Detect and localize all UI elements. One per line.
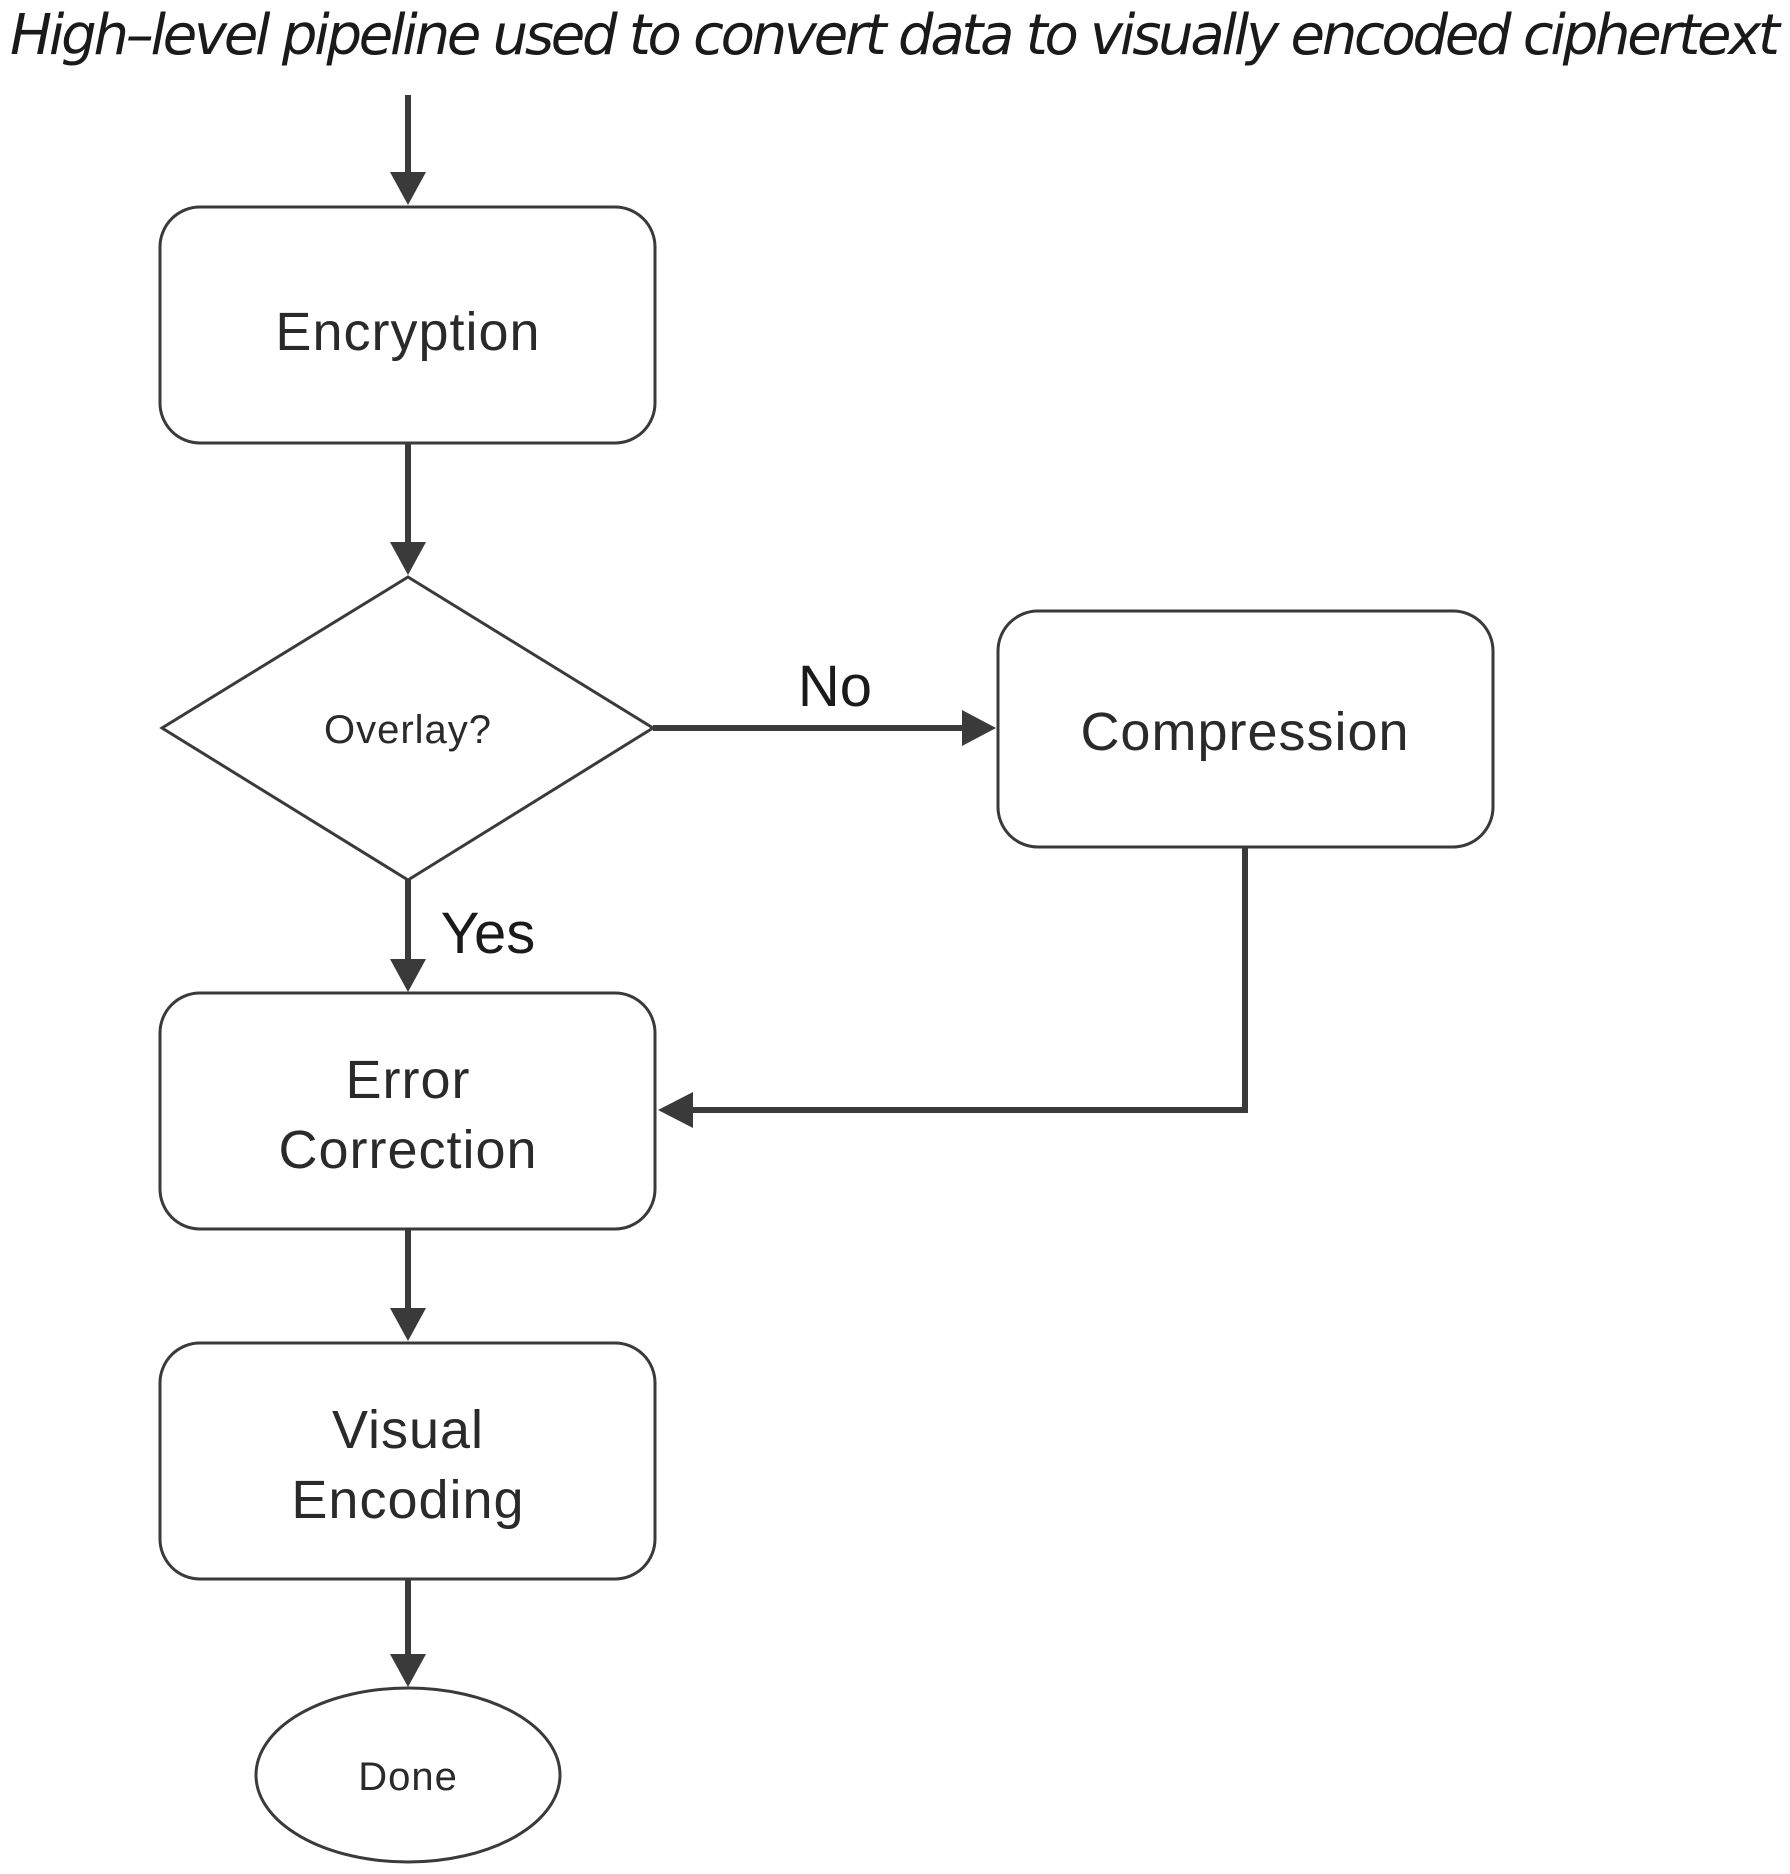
arrowhead-overlay — [390, 542, 426, 575]
node-done-label: Done — [358, 1755, 458, 1799]
node-compression: Compression — [998, 611, 1493, 847]
arrowhead-visual-encoding — [390, 1308, 426, 1341]
node-error-correction-label-line-2: Correction — [278, 1120, 537, 1180]
arrowhead-start — [390, 172, 426, 205]
node-encryption: Encryption — [160, 207, 655, 443]
node-visual-encoding-label-line-2: Encoding — [291, 1470, 524, 1530]
node-error-correction: Error Correction — [160, 993, 655, 1229]
node-visual-encoding-label-line-1: Visual — [332, 1400, 484, 1460]
edge-label-no: No — [798, 654, 872, 719]
node-overlay-decision: Overlay? — [162, 577, 653, 880]
edge-label-yes: Yes — [441, 901, 536, 966]
node-error-correction-label-line-1: Error — [346, 1050, 471, 1110]
arrowhead-error-correction-side — [658, 1092, 693, 1128]
node-done: Done — [256, 1688, 560, 1862]
node-compression-label: Compression — [1080, 702, 1409, 762]
node-encryption-label: Encryption — [275, 302, 540, 362]
diagram-title: High–level pipeline used to convert data… — [10, 3, 1782, 68]
node-visual-encoding: Visual Encoding — [160, 1343, 655, 1579]
arrowhead-error-correction — [390, 959, 426, 992]
arrowhead-done — [390, 1654, 426, 1687]
edge-compression-to-error-correction — [690, 847, 1245, 1110]
arrowhead-compression — [962, 710, 996, 746]
node-overlay-label: Overlay? — [324, 708, 492, 752]
